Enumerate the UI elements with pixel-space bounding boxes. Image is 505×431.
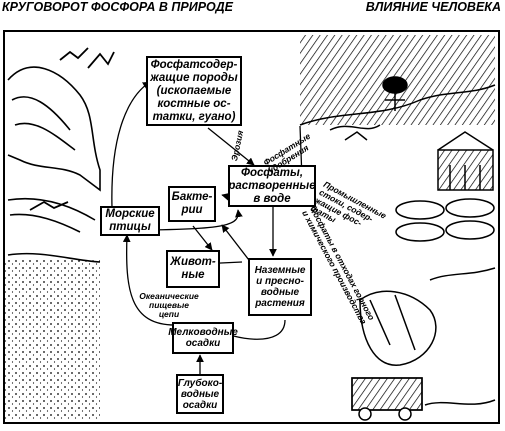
node-phosphate-rocks: Фосфатсодер- жащие породы (ископаемые ко… — [146, 56, 242, 126]
node-shallow-sediments: Мелководные осадки — [168, 322, 238, 354]
human-impact-title: ВЛИЯНИЕ ЧЕЛОВЕКА — [365, 0, 501, 14]
node-dissolved-phosphates: Фосфаты, растворенные в воде — [228, 165, 316, 207]
sea-texture — [5, 260, 100, 420]
node-deep-sediments: Глубоко- водные осадки — [176, 374, 224, 414]
node-seabirds: Морские птицы — [100, 206, 160, 236]
bird-icon — [29, 47, 115, 211]
left-cliff-illustration — [7, 66, 101, 263]
diagram-title: КРУГОВОРОТ ФОСФОРА В ПРИРОДЕ — [2, 0, 233, 14]
right-landscape-illustration — [299, 35, 496, 421]
diagram-frame — [3, 30, 500, 424]
node-animals: Живот- ные — [166, 250, 220, 288]
label-ocean-food-chains: Океанические пищевые цепи — [139, 291, 199, 319]
node-plants: Наземные и пресно- водные растения — [248, 258, 312, 316]
node-bacteria: Бакте- рии — [168, 186, 216, 222]
